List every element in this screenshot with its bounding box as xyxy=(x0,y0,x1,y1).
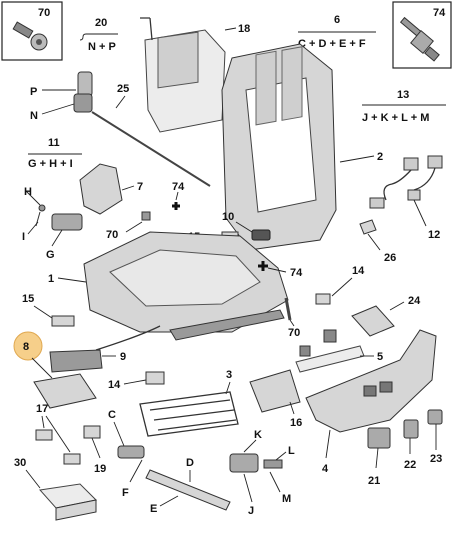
callout-D: D xyxy=(186,457,194,469)
part-15-lower[interactable]: 15 xyxy=(22,293,75,327)
part-74-box[interactable]: 74 xyxy=(392,1,452,69)
part-J-K-L-M[interactable]: K L J M xyxy=(229,429,295,517)
callout-24: 24 xyxy=(408,295,421,307)
callout-70-b: 70 xyxy=(288,327,300,339)
part-3-springs[interactable]: 3 xyxy=(139,369,239,437)
callout-J: J xyxy=(248,505,254,517)
part-70-mid[interactable]: 70 xyxy=(106,211,151,241)
callout-16: 16 xyxy=(290,417,302,429)
part-14-lower[interactable]: 14 xyxy=(108,371,165,391)
group-6: 6 C + D + E + F xyxy=(298,14,376,50)
part-14-upper[interactable]: 14 xyxy=(315,265,365,305)
part-P-N[interactable]: P N xyxy=(30,71,93,122)
callout-23: 23 xyxy=(430,453,442,465)
callout-9: 9 xyxy=(120,351,126,363)
part-4-side-trim[interactable]: 4 xyxy=(305,329,437,475)
callout-C: C xyxy=(108,409,116,421)
part-D-E-rail[interactable]: D E xyxy=(145,457,231,515)
callout-M: M xyxy=(282,493,291,505)
part-70-b[interactable]: 70 xyxy=(284,297,300,339)
part-30[interactable]: 30 xyxy=(14,457,98,521)
group-13: 13 J + K + L + M xyxy=(362,89,446,124)
part-22[interactable]: 22 xyxy=(403,419,419,471)
part-F[interactable]: F xyxy=(122,459,143,499)
callout-25: 25 xyxy=(117,83,129,95)
callout-L: L xyxy=(288,445,295,457)
callout-22: 22 xyxy=(404,459,416,471)
part-9[interactable]: 9 xyxy=(49,325,161,373)
part-5[interactable]: 5 xyxy=(295,329,383,373)
callout-P: P xyxy=(30,86,37,98)
part-25-rod[interactable]: 25 xyxy=(91,83,211,187)
part-7[interactable]: 7 xyxy=(79,163,143,215)
part-18[interactable]: 18 xyxy=(140,17,250,133)
callout-11: 11 xyxy=(48,137,60,149)
part-2-backrest-frame[interactable]: 2 xyxy=(221,43,383,251)
group-label-6: C + D + E + F xyxy=(298,38,366,50)
part-26[interactable]: 26 xyxy=(359,219,396,264)
part-8[interactable]: 8 xyxy=(13,331,97,409)
highlight-marker xyxy=(13,331,43,361)
callout-21: 21 xyxy=(368,475,380,487)
callout-74-mid: 74 xyxy=(172,181,185,193)
part-16[interactable]: 16 xyxy=(249,369,302,429)
callout-G: G xyxy=(46,249,55,261)
part-70-box[interactable]: 70 xyxy=(1,1,63,61)
callout-F: F xyxy=(122,487,129,499)
callout-4: 4 xyxy=(322,463,329,475)
callout-26: 26 xyxy=(384,252,396,264)
part-10[interactable]: 10 xyxy=(222,211,271,241)
callout-74-top: 74 xyxy=(433,7,446,19)
callout-74-b: 74 xyxy=(290,267,303,279)
group-label-11: G + H + I xyxy=(28,158,73,170)
callout-8: 8 xyxy=(23,341,29,353)
part-21[interactable]: 21 xyxy=(367,427,391,487)
part-G-H-I[interactable]: H I G xyxy=(22,186,83,261)
callout-12: 12 xyxy=(428,229,440,241)
callout-15-lower: 15 xyxy=(22,293,34,305)
callout-10: 10 xyxy=(222,211,234,223)
callout-H: H xyxy=(24,186,32,198)
group-label-13: J + K + L + M xyxy=(362,112,429,124)
callout-2: 2 xyxy=(377,151,383,163)
callout-E: E xyxy=(150,503,157,515)
part-23[interactable]: 23 xyxy=(427,409,443,465)
callout-1: 1 xyxy=(48,273,54,285)
callout-K: K xyxy=(254,429,262,441)
part-19[interactable]: 19 xyxy=(83,425,106,475)
callout-20: 20 xyxy=(95,17,107,29)
group-20: 20 N + P xyxy=(79,17,118,53)
callout-70-top: 70 xyxy=(38,7,50,19)
callout-14-lower: 14 xyxy=(108,379,121,391)
callout-I: I xyxy=(22,231,25,243)
part-1-seat-frame[interactable]: 1 xyxy=(48,231,289,341)
callout-14-upper: 14 xyxy=(352,265,365,277)
part-17[interactable]: 17 xyxy=(35,403,81,465)
callout-3: 3 xyxy=(226,369,232,381)
callout-13: 13 xyxy=(397,89,409,101)
group-11: 11 G + H + I xyxy=(28,137,82,170)
callout-17: 17 xyxy=(36,403,48,415)
callout-N: N xyxy=(30,110,38,122)
part-12-harness[interactable]: 12 xyxy=(369,155,443,241)
part-74-b[interactable]: 74 xyxy=(258,261,303,279)
part-74-mid[interactable]: 74 xyxy=(172,181,185,210)
bolt-74-icon xyxy=(399,16,440,62)
callout-70-mid: 70 xyxy=(106,229,118,241)
part-C[interactable]: C xyxy=(108,409,145,459)
screw-70-icon xyxy=(12,21,48,51)
callout-30: 30 xyxy=(14,457,26,469)
part-24[interactable]: 24 xyxy=(351,295,421,337)
callout-18: 18 xyxy=(238,23,250,35)
group-label-20: N + P xyxy=(88,41,116,53)
callout-6: 6 xyxy=(334,14,340,26)
callout-7: 7 xyxy=(137,181,143,193)
callout-5: 5 xyxy=(377,351,383,363)
callout-19: 19 xyxy=(94,463,106,475)
